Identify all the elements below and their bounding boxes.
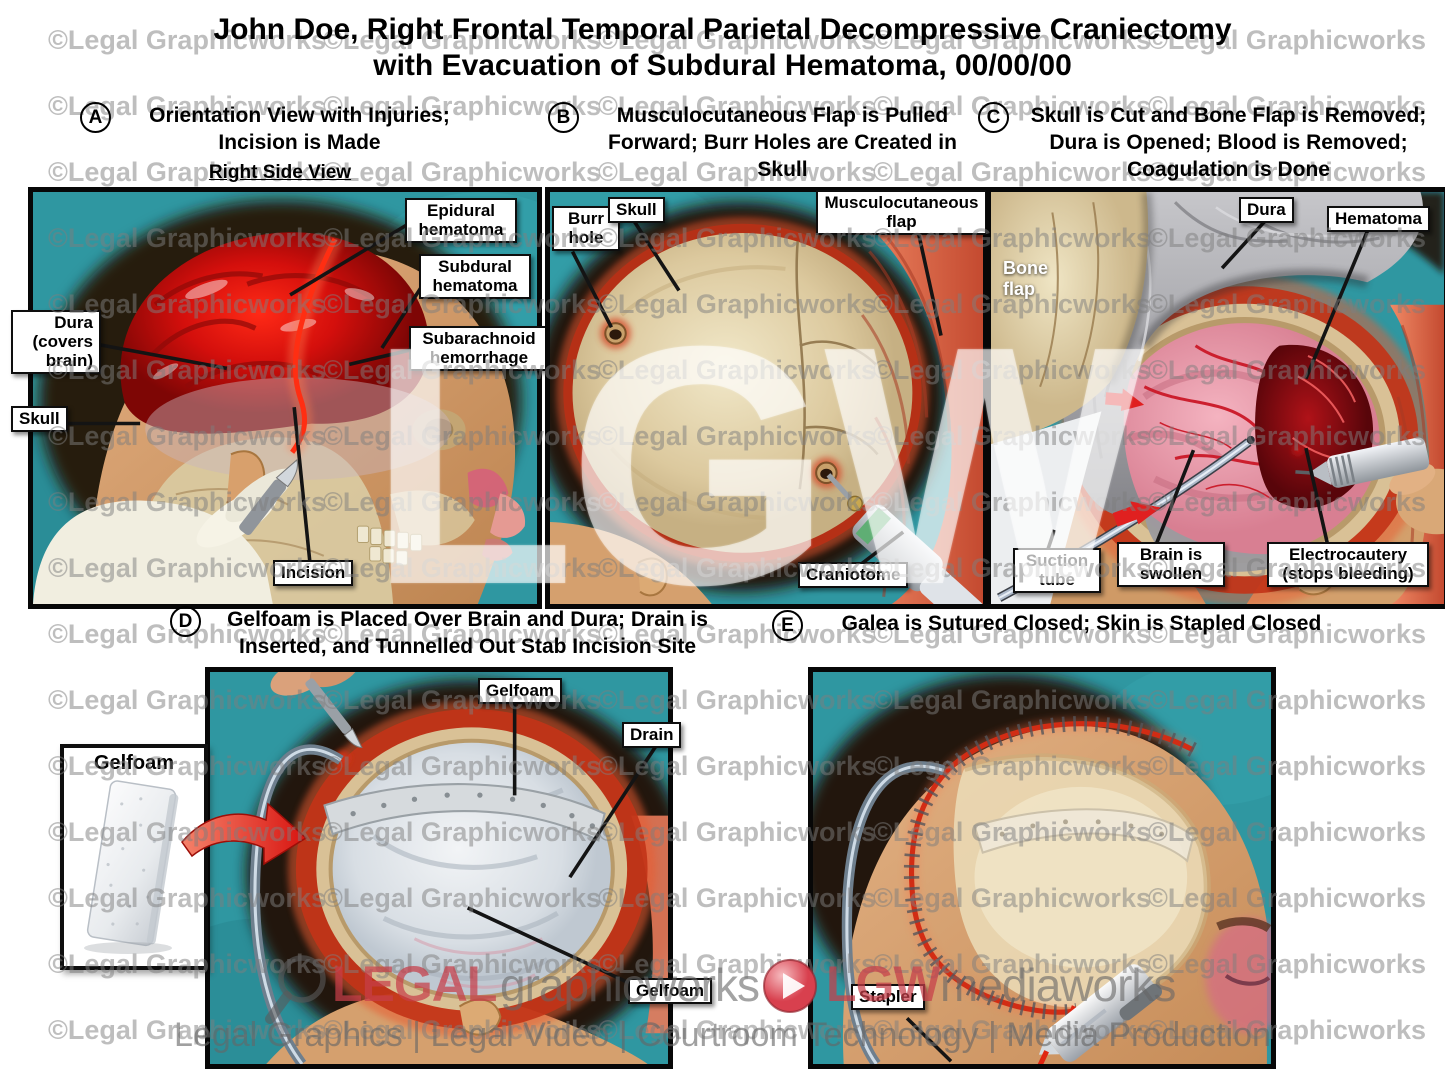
panel-b-illustration [550, 192, 983, 604]
panel-a-subtitle: Right Side View [208, 162, 352, 183]
panel-b-badge: B [548, 102, 579, 133]
panel-e-badge: E [772, 610, 803, 641]
drain-strip-faint [973, 808, 1195, 863]
label-stapler: Stapler [851, 984, 925, 1011]
label-gelfoam-bottom: Gelfoam [628, 978, 713, 1005]
panel-d-header: D Gelfoam is Placed Over Brain and Dura;… [170, 606, 726, 660]
panel-b-header: B Musculocutaneous Flap is Pulled Forwar… [548, 102, 978, 183]
label-inset-gelfoam: Gelfoam [93, 752, 175, 774]
panel-c-header: C Skull is Cut and Bone Flap is Removed;… [978, 102, 1440, 183]
label-drain: Drain [622, 722, 682, 749]
gelfoam-arrow-icon [181, 802, 308, 866]
panel-c-title: Skull is Cut and Bone Flap is Removed; D… [1030, 104, 1427, 181]
label-dura: Dura [1239, 197, 1294, 224]
label-incision: Incision [273, 560, 354, 587]
label-burr-hole: Burr hole [552, 206, 620, 252]
fingers-and-scalpel [270, 672, 363, 749]
label-electrocautery: Electrocautery (stops bleeding) [1267, 542, 1429, 588]
label-musculocutaneous-flap: Musculocutaneous flap [816, 190, 987, 236]
skull-sutures [795, 241, 879, 490]
page-title: John Doe, Right Frontal Temporal Parieta… [0, 12, 1445, 84]
label-epidural-hematoma: Epidural hematoma [405, 198, 517, 244]
electrocautery-tool [1292, 437, 1444, 535]
label-bone-flap: Bone flap [1003, 258, 1048, 299]
panel-d-title: Gelfoam is Placed Over Brain and Dura; D… [227, 608, 708, 658]
page-title-line1: John Doe, Right Frontal Temporal Parieta… [213, 13, 1232, 46]
gelfoam-inset-box: Gelfoam [60, 744, 208, 970]
label-dura-covers-brain: Dura (covers brain) [11, 310, 101, 375]
ear [637, 557, 668, 597]
skin [550, 522, 712, 604]
bruised-eye [1205, 918, 1271, 1034]
label-hematoma: Hematoma [1327, 206, 1430, 233]
label-skull: Skull [608, 197, 665, 224]
label-suction-tube: Suction tube [1013, 548, 1101, 594]
label-craniotome: Craniotome [798, 562, 909, 589]
nasal-cavity [467, 468, 509, 508]
panel-b-title: Musculocutaneous Flap is Pulled Forward;… [608, 104, 957, 181]
panel-e: Stapler [808, 667, 1276, 1069]
panel-e-illustration [813, 672, 1271, 1064]
panel-d-badge: D [170, 606, 201, 637]
eyebrow [1216, 917, 1271, 933]
label-subarachnoid-hemorrhage: Subarachnoid hemorrhage [409, 326, 549, 372]
panel-c: Dura Hematoma Bone flap Suction tube Bra… [986, 187, 1445, 609]
panel-b: Burr hole Skull Musculocutaneous flap Cr… [545, 187, 988, 609]
burr-hole-1 [600, 318, 631, 349]
label-subdural-hematoma: Subdural hematoma [419, 254, 531, 300]
panel-e-title: Galea is Sutured Closed; Skin is Stapled… [841, 612, 1322, 635]
panel-a-title: Orientation View with Injuries; Incision… [149, 104, 450, 154]
label-brain-is-swollen: Brain is swollen [1117, 542, 1225, 588]
panel-c-badge: C [978, 102, 1009, 133]
panel-a-badge: A [80, 102, 111, 133]
drain-tube [841, 761, 946, 1064]
page-title-line2: with Evacuation of Subdural Hematoma, 00… [373, 49, 1072, 82]
panel-e-header: E Galea is Sutured Closed; Skin is Stapl… [772, 610, 1352, 641]
stapler-tool [1036, 964, 1163, 1064]
red-arrow-flow [1105, 388, 1161, 527]
panel-a-header: A Orientation View with Injuries; Incisi… [80, 102, 480, 156]
teeth [356, 525, 423, 566]
label-skull: Skull [11, 406, 68, 433]
label-gelfoam-top: Gelfoam [478, 678, 563, 705]
musculocutaneous-flap [846, 210, 983, 604]
gelfoam-sponge-illustration [84, 780, 179, 954]
panel-a: Epidural hematoma Subdural hematoma Suba… [11, 187, 549, 609]
ear [458, 998, 502, 1036]
